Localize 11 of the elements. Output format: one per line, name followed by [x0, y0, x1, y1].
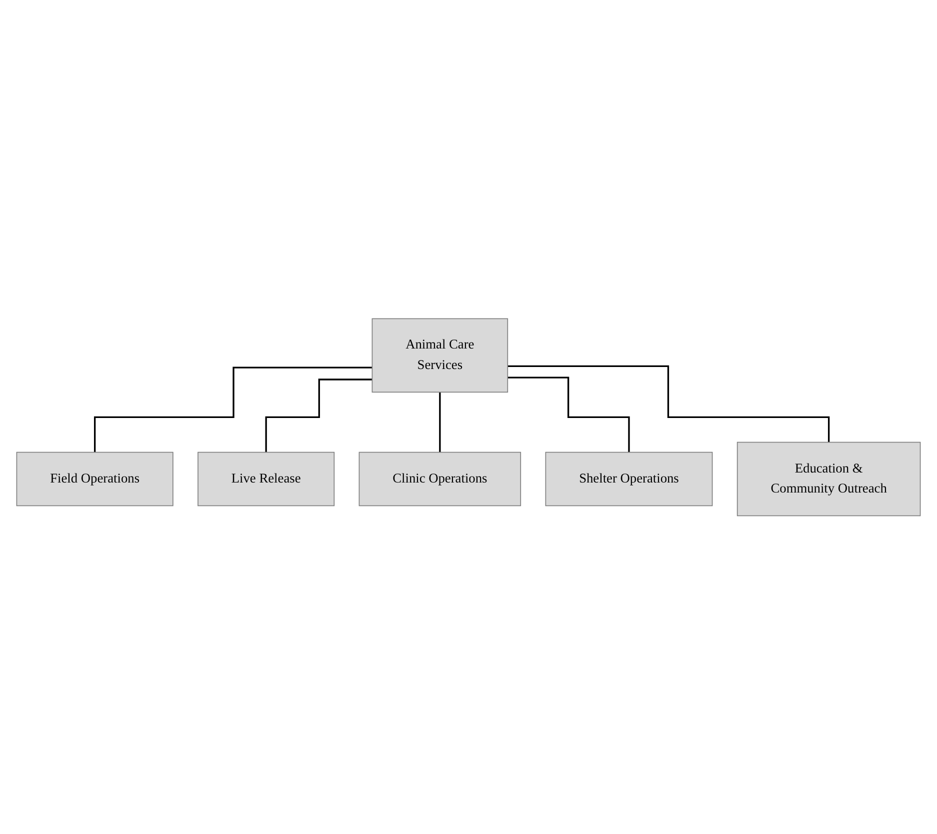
connector [94, 366, 372, 453]
connector [439, 391, 441, 453]
connector [508, 365, 830, 443]
node-box: Clinic Operations [358, 452, 522, 506]
connector [508, 376, 630, 453]
node-box: Education & Community Outreach [736, 442, 921, 516]
node-box: Shelter Operations [545, 452, 713, 506]
node-box: Field Operations [16, 452, 174, 506]
node-box: Live Release [198, 452, 335, 506]
node-box: Animal Care Services [372, 318, 508, 392]
connector [265, 378, 372, 453]
